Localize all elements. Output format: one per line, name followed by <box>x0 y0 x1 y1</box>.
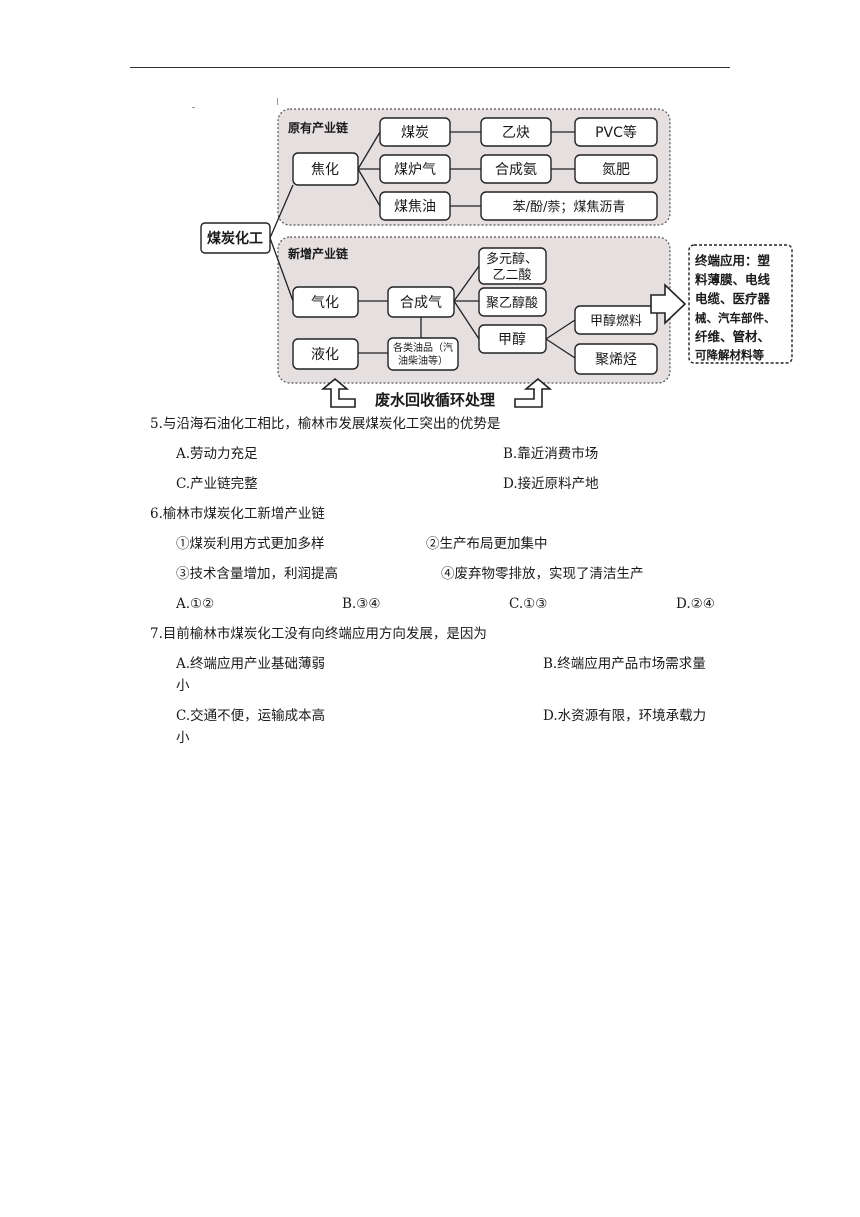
synthetic-ammonia-label: 合成氨 <box>495 162 537 178</box>
liquefaction-label: 液化 <box>311 347 339 363</box>
node-coal-tar <box>379 191 451 221</box>
question-7-option-a-wrap: 小 <box>176 678 190 694</box>
question-7-option-b[interactable]: B.终端应用产品市场需求量 <box>543 656 706 672</box>
acetylene-label: 乙炔 <box>502 125 530 141</box>
node-coal <box>379 117 451 147</box>
question-6-statement-2: ②生产布局更加集中 <box>426 536 548 552</box>
coal-label: 煤炭 <box>401 125 429 141</box>
question-7-option-d[interactable]: D.水资源有限，环境承载力 <box>543 708 707 724</box>
coal-oven-gas-label: 煤炉气 <box>394 162 436 178</box>
node-polyols <box>478 247 547 285</box>
coal-tar-label: 煤焦油 <box>394 199 436 215</box>
header-rule <box>130 67 730 68</box>
polyglycolic-acid-label: 聚乙醇酸 <box>486 295 538 311</box>
question-5-option-a[interactable]: A.劳动力充足 <box>176 446 258 462</box>
crop-mark <box>277 98 278 108</box>
node-nitrogen-fertilizer <box>574 154 658 184</box>
original-chain-label: 原有产业链 <box>288 120 349 135</box>
node-synthetic-ammonia <box>480 154 552 184</box>
polyols-label-1: 多元醇、 <box>486 251 538 267</box>
polyols-label-2: 乙二酸 <box>492 268 531 283</box>
terminal-line-2: 料薄膜、电线 <box>695 272 771 287</box>
node-coal-chemical <box>200 222 271 254</box>
oil-products-label-1: 各类油品（汽 <box>393 341 453 354</box>
node-polyolefin <box>574 343 658 375</box>
node-coal-oven-gas <box>379 154 451 184</box>
methanol-fuel-label: 甲醇燃料 <box>590 313 642 329</box>
node-methanol-fuel <box>574 305 658 335</box>
nitrogen-fertilizer-label: 氮肥 <box>602 162 630 178</box>
wastewater-label: 废水回收循环处理 <box>375 391 495 409</box>
node-coking <box>292 152 359 186</box>
question-7-option-c[interactable]: C.交通不便，运输成本高 <box>176 708 326 724</box>
coking-label: 焦化 <box>311 162 339 178</box>
terminal-arrow-icon <box>650 283 687 325</box>
question-6-option-b[interactable]: B.③④ <box>342 596 381 612</box>
terminal-line-6: 可降解材料等 <box>695 348 764 362</box>
node-benzene-phenol <box>480 191 658 221</box>
oil-products-label-2: 油柴油等） <box>398 354 448 367</box>
terminal-line-1: 终端应用：塑 <box>695 253 771 268</box>
question-6-option-a[interactable]: A.①② <box>176 596 215 612</box>
question-5-option-c[interactable]: C.产业链完整 <box>176 476 258 492</box>
node-pvc <box>574 117 658 147</box>
question-6-option-c[interactable]: C.①③ <box>509 596 548 612</box>
question-7-stem: 7.目前榆林市煤炭化工没有向终端应用方向发展，是因为 <box>150 626 487 642</box>
root-label: 煤炭化工 <box>207 230 263 247</box>
terminal-line-5: 纤维、管材、 <box>695 329 770 344</box>
node-acetylene <box>480 117 552 147</box>
gasification-label: 气化 <box>311 295 339 311</box>
terminal-line-4: 械、汽车部件、 <box>695 311 776 325</box>
node-liquefaction <box>292 338 359 370</box>
question-6-statement-3: ③技术含量增加，利润提高 <box>176 566 338 582</box>
new-chain-panel <box>277 236 671 384</box>
question-7-option-a[interactable]: A.终端应用产业基础薄弱 <box>176 656 326 672</box>
node-polyglycolic-acid <box>478 287 547 317</box>
terminal-line-3: 电缆、医疗器 <box>695 291 771 306</box>
node-methanol <box>478 324 547 354</box>
node-syngas <box>387 286 455 318</box>
question-6-option-d[interactable]: D.②④ <box>676 596 715 612</box>
wastewater-recycle-arrow-icon <box>320 377 553 408</box>
node-oil-products <box>387 337 459 371</box>
connector-lines <box>269 131 576 359</box>
question-5-option-d[interactable]: D.接近原料产地 <box>503 476 599 492</box>
syngas-label: 合成气 <box>400 295 442 311</box>
question-6-statement-1: ①煤炭利用方式更加多样 <box>176 536 325 552</box>
coal-chemical-industry-chain-diagram: 原有产业链 新增产业链 煤炭化工 <box>195 105 800 410</box>
question-6-stem: 6.榆林市煤炭化工新增产业链 <box>150 506 325 522</box>
question-5-option-b[interactable]: B.靠近消费市场 <box>503 446 599 462</box>
new-chain-label: 新增产业链 <box>288 246 349 261</box>
question-5-stem: 5.与沿海石油化工相比，榆林市发展煤炭化工突出的优势是 <box>150 416 501 432</box>
benzene-phenol-label: 苯/酚/萘；煤焦沥青 <box>513 200 626 215</box>
node-gasification <box>292 286 359 318</box>
polyolefin-label: 聚烯烃 <box>595 352 637 368</box>
question-6-statement-4: ④废弃物零排放，实现了清洁生产 <box>441 566 644 582</box>
methanol-label: 甲醇 <box>498 331 526 348</box>
node-terminal-applications <box>688 244 793 364</box>
question-7-option-c-wrap: 小 <box>176 730 190 746</box>
pvc-label: PVC等 <box>595 124 637 141</box>
